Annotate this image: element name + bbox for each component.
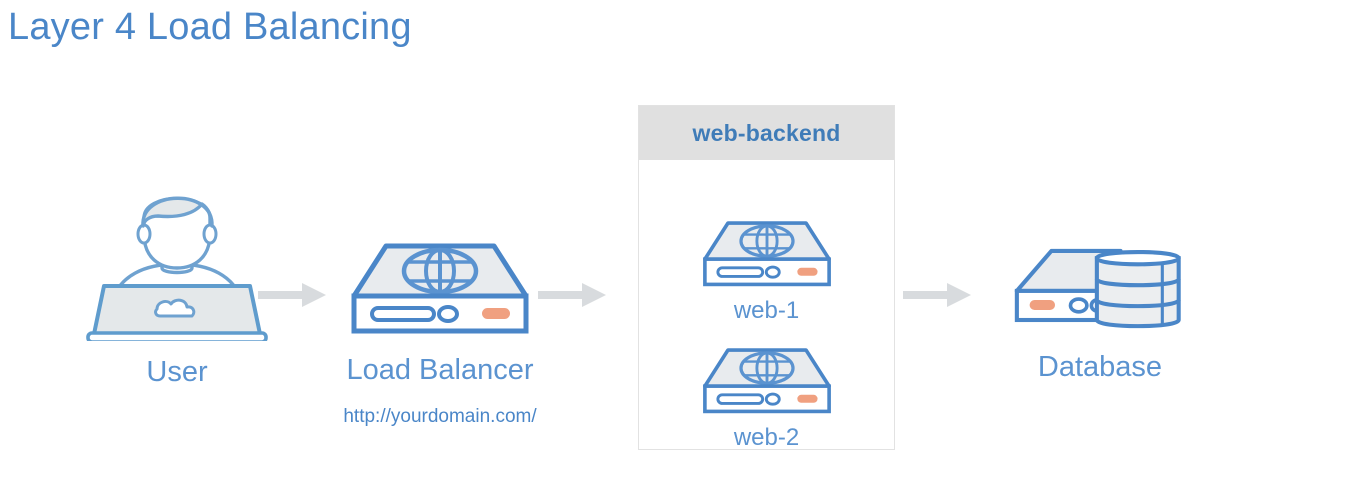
arrow-load-balancer-to-backend xyxy=(538,280,608,315)
node-user-label: User xyxy=(146,356,208,388)
server-icon xyxy=(702,345,832,420)
load-balancer-url: http://yourdomain.com/ xyxy=(343,406,537,427)
server-icon xyxy=(702,218,832,293)
server-icon xyxy=(350,240,530,340)
backend-group-body: web-1 w xyxy=(639,160,894,450)
arrow-user-to-load-balancer xyxy=(258,280,328,315)
user-laptop-icon xyxy=(82,176,272,346)
backend-group-header: web-backend xyxy=(639,106,894,160)
node-load-balancer[interactable]: Load Balancer http://yourdomain.com/ xyxy=(320,240,560,426)
node-database[interactable]: Database xyxy=(1000,240,1200,382)
node-database-label: Database xyxy=(1037,351,1163,383)
database-icon xyxy=(1008,240,1193,345)
node-web-1-label: web-1 xyxy=(733,297,800,324)
node-web-2-label: web-2 xyxy=(733,424,800,451)
node-load-balancer-label: Load Balancer xyxy=(346,354,534,386)
arrow-backend-to-database xyxy=(903,280,973,315)
node-web-1[interactable]: web-1 xyxy=(639,218,894,323)
node-user[interactable]: User xyxy=(82,176,272,387)
page-title: Layer 4 Load Balancing xyxy=(8,6,412,48)
backend-group-box: web-backend xyxy=(638,105,895,450)
node-web-2[interactable]: web-2 xyxy=(639,345,894,450)
